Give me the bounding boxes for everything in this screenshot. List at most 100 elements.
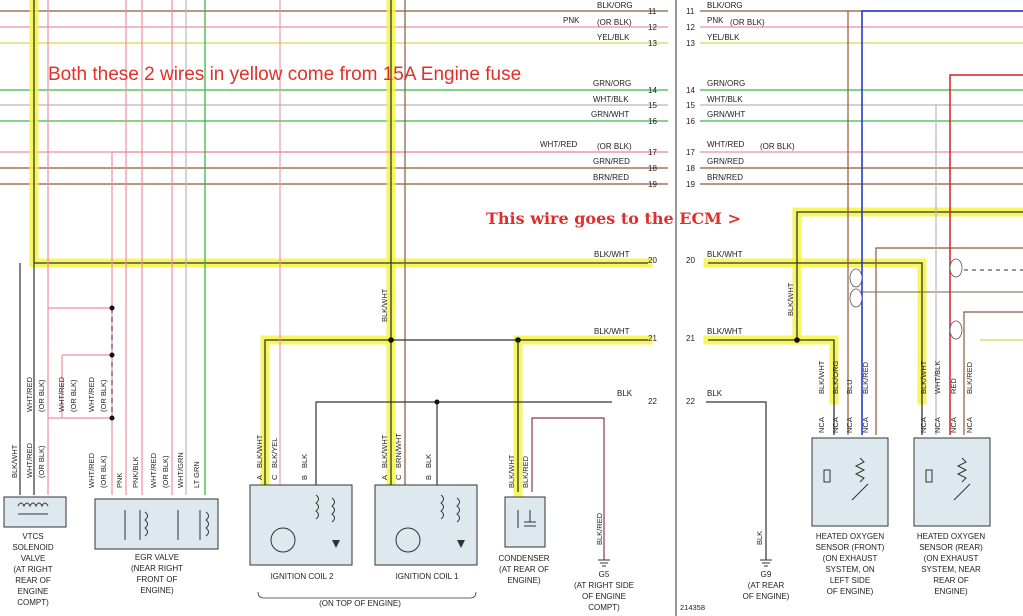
heated-oxygen-sensor-rear[interactable] <box>913 437 991 527</box>
egr-label-3: FRONT OF <box>137 575 178 584</box>
ho2s-front-nca-3: NCA <box>845 417 854 433</box>
left-bus-wires <box>0 10 668 185</box>
ignition-coil-2[interactable] <box>249 484 353 566</box>
egr-wire-label-5: WHT/RED <box>149 452 158 488</box>
heated-oxygen-sensor-front[interactable] <box>811 437 889 527</box>
right-vertical-label: BLK/WHT <box>786 282 795 316</box>
coil1-wire-c: BRN/WHT <box>394 433 403 468</box>
left-row-16-num: 16 <box>648 117 657 126</box>
right-row-18-num: 18 <box>686 164 695 173</box>
right-row-21-num: 21 <box>686 334 695 343</box>
condenser-wire-2: BLK/RED <box>521 455 530 488</box>
right-component-wires <box>706 10 1023 560</box>
right-row-16-num: 16 <box>686 117 695 126</box>
document-id: 214358 <box>680 603 705 612</box>
ho2s-rear-label-3: (ON EXHAUST <box>924 554 979 563</box>
left-row-20-num: 20 <box>648 256 657 265</box>
coil2-wire-c: BLK/YEL <box>270 438 279 468</box>
ho2s-rear-nca-2: NCA <box>933 417 942 433</box>
g9-label-1: G9 <box>761 570 772 579</box>
g9-label-2: (AT REAR <box>748 581 785 590</box>
ho2s-front-wire-1: BLK/WHT <box>817 360 826 394</box>
egr-upper2-label-1: WHT/RED <box>87 376 96 412</box>
egr-valve[interactable] <box>94 498 219 550</box>
ho2s-front-label-3: (ON EXHAUST <box>823 554 878 563</box>
right-row-22-label: BLK <box>707 389 723 398</box>
right-row-12-num: 12 <box>686 23 695 32</box>
left-component-wires <box>19 0 668 560</box>
right-row-12-note: (OR BLK) <box>730 18 765 27</box>
ho2s-front-wire-4: BLK/RED <box>861 361 870 394</box>
ignition-coil-1[interactable] <box>374 484 478 566</box>
condenser[interactable] <box>504 496 546 548</box>
vtcs-wire-label-2: WHT/RED <box>25 442 34 478</box>
fuse-annotation: Both these 2 wires in yellow come from 1… <box>48 64 521 85</box>
left-row-18-num: 18 <box>648 164 657 173</box>
ho2s-front-nca-4: NCA <box>861 417 870 433</box>
ho2s-rear-label-4: SYSTEM, NEAR <box>921 565 981 574</box>
egr-wire-label-1: WHT/RED <box>87 452 96 488</box>
left-row-15-num: 15 <box>648 101 657 110</box>
left-row-15-label: WHT/BLK <box>593 95 629 104</box>
coil2-label: IGNITION COIL 2 <box>271 572 334 581</box>
coil2-pin-b: B <box>300 475 309 480</box>
g5-label-2: (AT RIGHT SIDE <box>574 581 634 590</box>
left-row-14-num: 14 <box>648 86 657 95</box>
left-row-13-label: YEL/BLK <box>597 33 630 42</box>
condenser-label-3: ENGINE) <box>507 576 541 585</box>
vtcs-upper-label-1: WHT/RED <box>25 376 34 412</box>
ho2s-front-label-5: LEFT SIDE <box>830 576 870 585</box>
vtcs-upper-label-2: (OR BLK) <box>37 379 46 412</box>
left-row-22-label: BLK <box>617 389 633 398</box>
left-row-labels: BLK/ORG 11 PNK (OR BLK) 12 YEL/BLK 13 GR… <box>540 1 657 406</box>
right-row-19-label: BRN/RED <box>707 173 743 182</box>
left-row-18-label: GRN/RED <box>593 157 630 166</box>
ho2s-rear-wire-3: RED <box>949 378 958 394</box>
condenser-label-1: CONDENSER <box>498 554 549 563</box>
right-row-17-num: 17 <box>686 148 695 157</box>
g5-ground-icon <box>598 559 610 567</box>
coil1-pin-c: C <box>394 474 403 480</box>
egr-wire-label-7: WHT/GRN <box>176 452 185 488</box>
ho2s-rear-wire-4: BLK/RED <box>965 361 974 394</box>
ho2s-front-label-6: OF ENGINE) <box>827 587 874 596</box>
ho2s-rear-label-2: SENSOR (REAR) <box>919 543 983 552</box>
coil2-wire-b: BLK <box>300 454 309 468</box>
vtcs-label-2: SOLENOID <box>12 543 54 552</box>
vtcs-label-4: (AT RIGHT <box>13 565 52 574</box>
egr-label-2: (NEAR RIGHT <box>131 564 183 573</box>
right-row-14-label: GRN/ORG <box>707 79 745 88</box>
right-row-11-num: 11 <box>686 7 695 16</box>
right-row-15-num: 15 <box>686 101 695 110</box>
g5-label-1: G5 <box>599 570 610 579</box>
left-row-17-label: WHT/RED <box>540 140 578 149</box>
on-top-bracket <box>257 591 477 599</box>
egr-wire-label-6: (OR BLK) <box>161 455 170 488</box>
left-row-21-label: BLK/WHT <box>594 327 630 336</box>
right-row-12-label: PNK <box>707 16 724 25</box>
egr-upper1-label-2: (OR BLK) <box>69 379 78 412</box>
left-row-17-num: 17 <box>648 148 657 157</box>
left-row-22-num: 22 <box>648 397 657 406</box>
left-row-19-label: BRN/RED <box>593 173 629 182</box>
vtcs-wire-label-1: BLK/WHT <box>10 444 19 478</box>
right-row-13-label: YEL/BLK <box>707 33 740 42</box>
right-row-labels: 11 BLK/ORG 12 PNK (OR BLK) 13 YEL/BLK 14… <box>686 1 795 406</box>
coil1-pin-a: A <box>380 475 389 480</box>
right-row-11-label: BLK/ORG <box>707 1 743 10</box>
right-row-13-num: 13 <box>686 39 695 48</box>
left-row-21-num: 21 <box>648 334 657 343</box>
right-row-21-label: BLK/WHT <box>707 327 743 336</box>
right-row-22-num: 22 <box>686 397 695 406</box>
ho2s-front-wire-labels: BLK/WHT BLK/ORG BLU BLK/RED NCA NCA NCA … <box>817 360 870 433</box>
vtcs-wire-labels: BLK/WHT WHT/RED (OR BLK) WHT/RED (OR BLK… <box>10 376 108 478</box>
left-row-19-num: 19 <box>648 180 657 189</box>
left-row-17-note: (OR BLK) <box>597 142 632 151</box>
ho2s-rear-nca-1: NCA <box>919 417 928 433</box>
coil1-wire-b: BLK <box>424 454 433 468</box>
vtcs-solenoid-valve[interactable] <box>3 496 67 528</box>
vtcs-label-5: REAR OF <box>15 576 51 585</box>
egr-wire-label-3: PNK <box>115 473 124 488</box>
condenser-wire-labels: BLK/WHT BLK/RED <box>507 454 530 488</box>
ho2s-front-nca-1: NCA <box>817 417 826 433</box>
